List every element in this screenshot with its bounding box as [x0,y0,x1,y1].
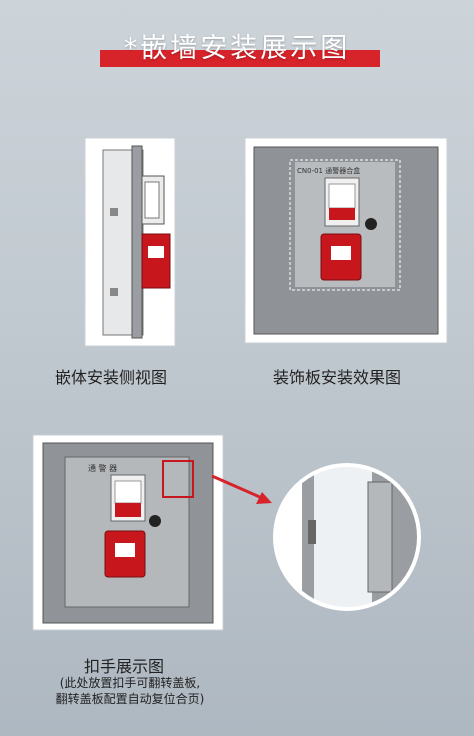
page-title: *嵌墙安装展示图 [123,33,351,64]
side-view-caption: 嵌体安装侧视图 [55,368,168,387]
front-view-diagram: CN0-01 通警器合盒 [244,137,448,344]
front-view-caption: 装饰板安装效果图 [273,368,402,387]
title-banner [100,50,380,67]
zoom-detail [273,463,421,611]
handle-note-line2: 翻转盖板配置自动复位合页) [55,692,205,706]
arrow-icon [211,474,272,504]
handle-view-diagram: 通 警 器 [32,434,224,631]
handle-device-label: 通 警 器 [88,463,117,473]
front-device-label: CN0-01 通警器合盒 [297,166,360,175]
handle-view-caption: 扣手展示图 [84,657,165,676]
side-view-diagram [84,137,176,347]
handle-note-line1: (此处放置扣手可翻转盖板, [59,676,201,690]
